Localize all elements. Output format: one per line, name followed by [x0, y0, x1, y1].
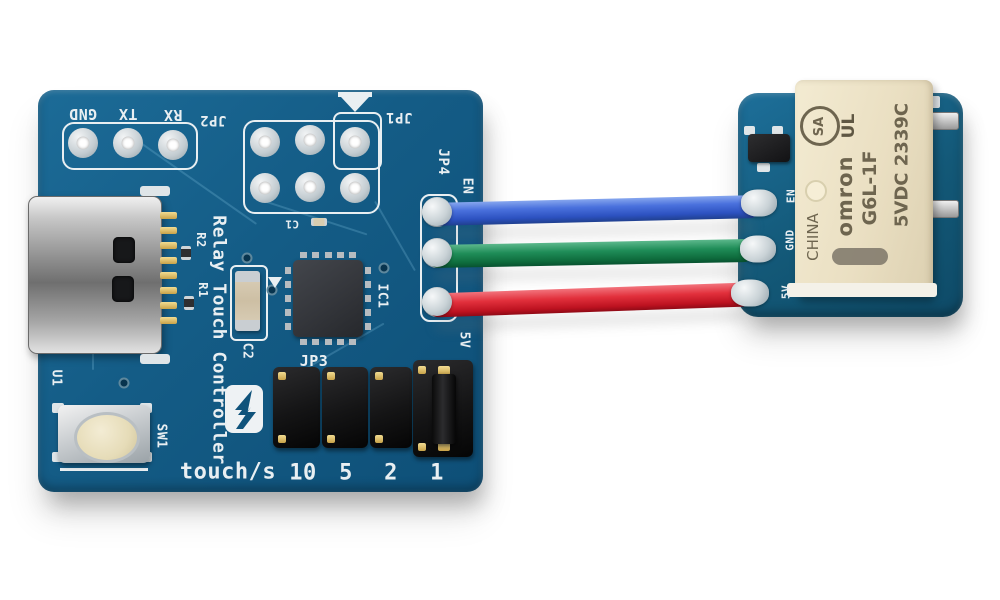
relay-base-strip: [787, 283, 937, 297]
csa-logo: SA: [800, 106, 840, 146]
jp1-pin1-box: [333, 112, 382, 170]
via: [241, 252, 253, 264]
sw1-silk-line: [60, 468, 148, 471]
transistor-pad: [772, 126, 783, 135]
touch-rate-option-5: 5: [339, 460, 353, 486]
solder-joint: [741, 189, 777, 217]
ul-logo: UL: [839, 113, 859, 139]
jp1-hole: [295, 172, 325, 202]
relay-pin: [930, 112, 959, 130]
sw1-button: [74, 412, 140, 463]
jp1-hole: [250, 127, 280, 157]
r1-label: R1: [196, 282, 210, 298]
relay-origin: CHINA: [804, 213, 822, 261]
relay-stamp: [832, 248, 888, 265]
jp2-pin-label-gnd: GND: [68, 105, 98, 123]
lightning-bolt-logo-icon: [225, 385, 263, 433]
ic1-pins-right: [365, 267, 371, 330]
capacitor-c1: [311, 218, 327, 226]
relay-model: G6L-1F: [859, 150, 881, 226]
ic1-pins-left: [285, 267, 291, 330]
jp1-hole: [295, 125, 325, 155]
jp3-header-10: [273, 367, 320, 448]
sw1-label: SW1: [153, 423, 169, 449]
board-title: Relay Touch Controller: [208, 215, 230, 465]
solder-joint: [422, 198, 452, 226]
c2-silk-outline: [230, 265, 268, 341]
jp4-pin-label-5v: 5V: [456, 331, 472, 349]
usb-pin-row: [160, 212, 177, 324]
transistor-pad: [744, 126, 755, 135]
solder-joint: [731, 279, 769, 307]
solder-joint: [422, 288, 452, 316]
polarity-mark-icon: [268, 277, 282, 288]
jp1-hole: [340, 127, 370, 157]
jp2-silk-outline: [62, 122, 198, 170]
jp2-pin-label-tx: TX: [118, 105, 138, 123]
usb-mount-pad: [140, 186, 170, 196]
usb-c-connector: [28, 196, 162, 354]
touch-rate-caption: touch/s: [179, 459, 277, 485]
c1-label: C1: [284, 217, 300, 231]
usb-shell-slot: [113, 237, 135, 263]
via: [266, 284, 278, 296]
touch-rate-option-2: 2: [384, 460, 398, 486]
touch-rate-option-1: 1: [430, 460, 444, 486]
resistor-r2: [181, 246, 191, 260]
jp4-label: JP4: [435, 148, 451, 176]
solder-joint: [740, 235, 776, 263]
usb-shell-slot: [112, 276, 134, 302]
wire-green-gnd: [426, 238, 756, 269]
jp2-hole-tx: [113, 128, 143, 158]
jp2-hole-rx: [158, 130, 188, 160]
transistor-pad: [757, 163, 770, 172]
jumper-shunt: [432, 374, 456, 444]
pin1-arrow-icon: [341, 97, 369, 112]
jp3-header-2: [370, 367, 412, 448]
jp3-label: JP3: [299, 352, 329, 370]
ic1-label: IC1: [374, 283, 390, 309]
jumper-pin-top: [438, 366, 450, 375]
relay-voltage-line: 5VDC 2339C: [891, 102, 913, 228]
jp1-hole: [340, 173, 370, 203]
jp4-pin-label-en: EN: [459, 177, 475, 195]
jp2-label: JP2: [199, 112, 227, 128]
relay-pad-label-en: EN: [784, 188, 798, 204]
relay-brand: omron: [833, 155, 857, 237]
jp2-pin-label-rx: RX: [163, 106, 183, 124]
u1-label: U1: [48, 369, 64, 387]
relay-pad-label-5v: 5V: [779, 284, 793, 300]
usb-mount-pad: [140, 354, 170, 364]
relay-indent: [805, 180, 827, 202]
ic1-chip: [293, 260, 363, 337]
jumper-pin-bottom: [438, 442, 450, 451]
r2-label: R2: [194, 232, 208, 248]
jp1-label: JP1: [385, 109, 413, 125]
via: [118, 377, 130, 389]
via: [378, 262, 390, 274]
ic1-pins-bottom: [300, 339, 356, 345]
ic1-pins-top: [300, 252, 356, 258]
capacitor-c2: [235, 271, 260, 331]
c2-label: C2: [239, 342, 255, 360]
csa-logo-text: SA: [812, 116, 828, 136]
jp2-hole-gnd: [68, 128, 98, 158]
resistor-r1: [184, 296, 194, 310]
pin1-arrow-bar: [338, 92, 372, 97]
relay-pad-label-gnd: GND: [783, 229, 797, 251]
transistor-sot23: [748, 134, 790, 162]
touch-rate-option-10: 10: [289, 460, 317, 486]
solder-joint: [422, 239, 452, 267]
jp1-hole: [250, 173, 280, 203]
jp3-header-5: [322, 367, 368, 448]
